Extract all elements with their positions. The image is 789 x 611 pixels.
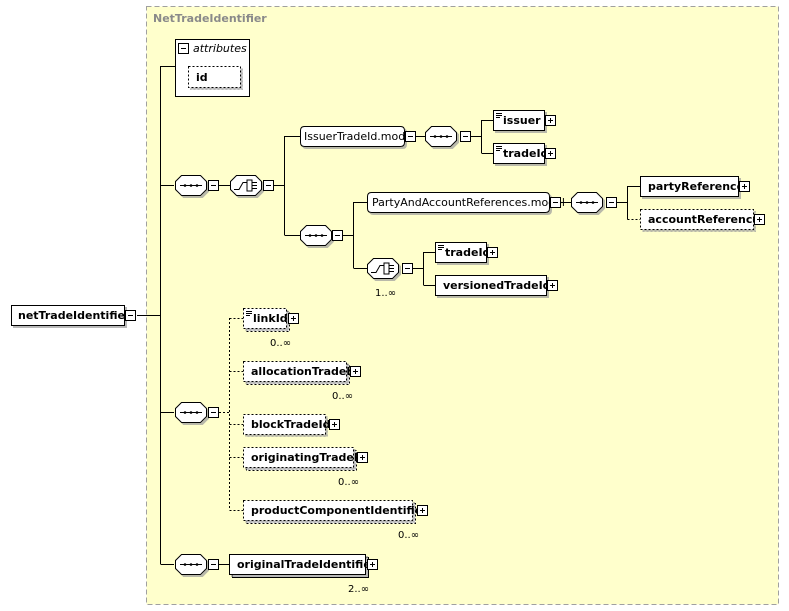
element-party-reference[interactable]: partyReference — [640, 176, 745, 197]
element-allocation-trade-id-label: allocationTradeId — [251, 365, 358, 378]
element-party-reference-label: partyReference — [648, 180, 744, 193]
originating-trade-id-expand-icon[interactable] — [357, 452, 368, 463]
originating-trade-id-cardinality: 0..∞ — [338, 477, 359, 488]
element-account-reference-label: accountReference — [648, 213, 760, 226]
issuer-expand-icon[interactable] — [545, 115, 556, 126]
element-versioned-trade-id-label: versionedTradeId — [443, 279, 551, 292]
root-element-label: netTradeIdentifier — [18, 309, 131, 322]
link-id-cardinality: 0..∞ — [270, 338, 291, 349]
sequence-4-collapse-icon[interactable] — [208, 407, 219, 418]
sequence-5-collapse-icon[interactable] — [606, 197, 617, 208]
original-trade-identifier-expand-icon[interactable] — [367, 559, 378, 570]
attribute-id-label: id — [196, 71, 208, 84]
trade-id-2-expand-icon[interactable] — [487, 247, 498, 258]
group-party-and-account-references-model[interactable]: PartyAndAccountReferences.model — [367, 192, 566, 213]
sequence-2-collapse-icon[interactable] — [460, 131, 471, 142]
choice-compositor-2[interactable] — [367, 258, 399, 279]
choice-2-collapse-icon[interactable] — [402, 263, 413, 274]
annotation-icon — [438, 245, 444, 250]
complex-type-title: NetTradeIdentifier — [153, 12, 267, 25]
group-issuer-trade-id-model[interactable]: IssuerTradeId.model — [300, 126, 416, 147]
sequence-compositor-5[interactable] — [571, 192, 603, 213]
choice-1-collapse-icon[interactable] — [263, 180, 274, 191]
root-collapse-icon[interactable] — [125, 310, 136, 321]
attributes-group: attributes id — [175, 39, 250, 97]
product-component-identifier-expand-icon[interactable] — [417, 505, 428, 516]
element-originating-trade-id[interactable]: originatingTradeId — [243, 447, 366, 471]
optional-connector-lines — [219, 202, 640, 511]
group-issuer-trade-id-model-label: IssuerTradeId.model — [304, 130, 415, 143]
allocation-trade-id-cardinality: 0..∞ — [332, 391, 353, 402]
element-trade-id-2-label: tradeId — [445, 246, 490, 259]
versioned-trade-id-expand-icon[interactable] — [547, 280, 558, 291]
sequence-1-collapse-icon[interactable] — [208, 180, 219, 191]
attributes-collapse-icon[interactable] — [178, 43, 189, 54]
element-account-reference[interactable]: accountReference — [640, 209, 760, 230]
annotation-icon — [496, 113, 502, 118]
element-trade-id-2[interactable]: tradeId — [435, 242, 491, 263]
sequence-compositor-6[interactable] — [175, 554, 207, 575]
element-block-trade-id[interactable]: blockTradeId — [243, 414, 331, 435]
element-original-trade-identifier-label: originalTradeIdentifier — [237, 558, 377, 571]
element-allocation-trade-id[interactable]: allocationTradeId — [243, 361, 359, 385]
sequence-compositor-2[interactable] — [425, 126, 457, 147]
sequence-compositor-4[interactable] — [175, 402, 207, 423]
element-originating-trade-id-label: originatingTradeId — [251, 451, 366, 464]
element-block-trade-id-label: blockTradeId — [251, 418, 330, 431]
element-issuer[interactable]: issuer — [493, 110, 545, 131]
sequence-6-collapse-icon[interactable] — [208, 559, 219, 570]
issuer-model-collapse-icon[interactable] — [405, 131, 416, 142]
link-id-expand-icon[interactable] — [288, 313, 299, 324]
sequence-compositor-3[interactable] — [300, 225, 332, 246]
element-trade-id[interactable]: tradeId — [493, 143, 549, 164]
party-reference-expand-icon[interactable] — [739, 181, 750, 192]
attributes-label: attributes — [193, 42, 247, 55]
group-party-model-label: PartyAndAccountReferences.model — [372, 196, 565, 209]
block-trade-id-expand-icon[interactable] — [329, 419, 340, 430]
choice-compositor-1[interactable] — [230, 175, 262, 196]
element-original-trade-identifier[interactable]: originalTradeIdentifier — [229, 554, 377, 578]
original-trade-identifier-cardinality: 2..∞ — [348, 584, 369, 595]
sequence-compositor-1[interactable] — [175, 175, 207, 196]
element-issuer-label: issuer — [503, 114, 541, 127]
attribute-id-box[interactable] — [188, 66, 241, 88]
root-element[interactable]: netTradeIdentifier — [11, 305, 131, 326]
element-link-id[interactable]: linkId — [243, 308, 290, 332]
element-link-id-label: linkId — [253, 312, 288, 325]
trade-id-expand-icon[interactable] — [545, 148, 556, 159]
annotation-icon — [496, 146, 502, 151]
party-model-collapse-icon[interactable] — [550, 197, 561, 208]
element-product-component-identifier-label: productComponentIdentifier — [251, 504, 428, 517]
choice-2-cardinality: 1..∞ — [375, 288, 396, 299]
annotation-icon — [246, 311, 252, 316]
allocation-trade-id-expand-icon[interactable] — [350, 366, 361, 377]
sequence-3-collapse-icon[interactable] — [332, 230, 343, 241]
account-reference-expand-icon[interactable] — [754, 214, 765, 225]
element-trade-id-label: tradeId — [503, 147, 548, 160]
element-product-component-identifier[interactable]: productComponentIdentifier — [243, 500, 429, 524]
product-component-identifier-cardinality: 0..∞ — [398, 530, 419, 541]
connector-lines — [137, 66, 640, 565]
element-versioned-trade-id[interactable]: versionedTradeId — [435, 275, 551, 296]
